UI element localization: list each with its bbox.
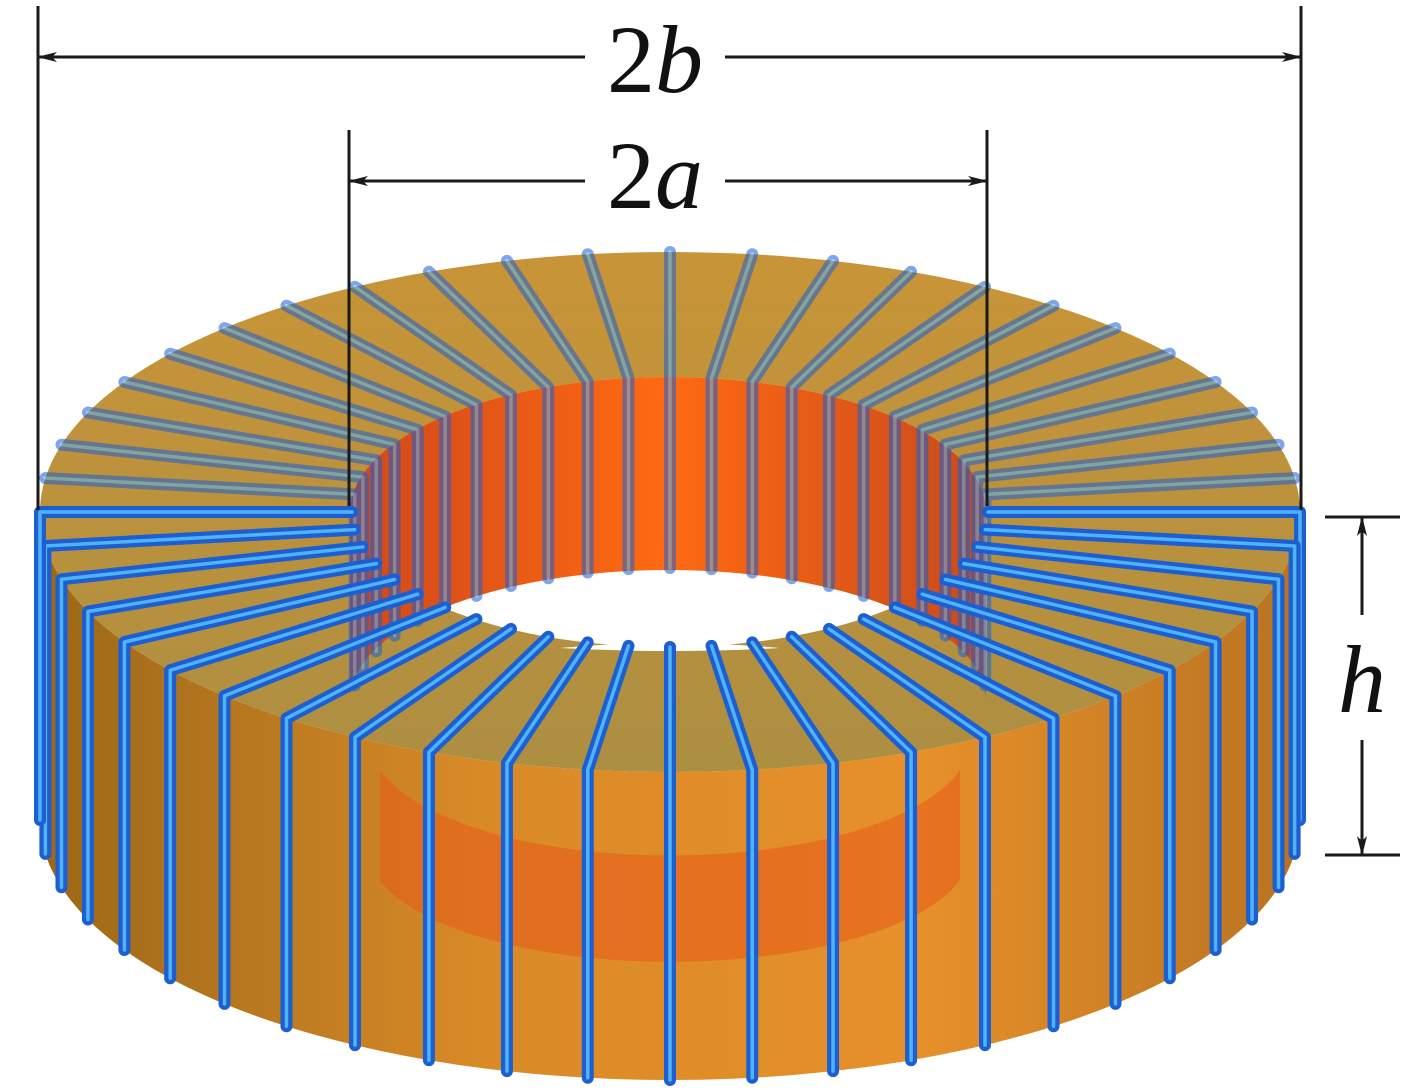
winding-loop	[118, 376, 401, 642]
winding-loop	[422, 630, 555, 1067]
inner-label-prefix: 2	[607, 122, 655, 229]
winding-loop	[581, 248, 635, 576]
winding-loop	[705, 639, 759, 1084]
winding-loop	[500, 636, 594, 1078]
winding-loop	[349, 280, 517, 593]
winding-loop	[55, 540, 369, 894]
winding-loop	[823, 622, 991, 1052]
dimension-annotations	[36, 6, 1400, 857]
winding-loop	[939, 573, 1222, 956]
winding-loop	[581, 639, 635, 1084]
inner-label-backdrop	[586, 132, 724, 232]
winding-loop	[218, 322, 452, 614]
winding-loop	[823, 280, 991, 593]
winding-loop	[164, 588, 424, 985]
winding-loop	[746, 636, 840, 1078]
winding-loop	[957, 557, 1259, 926]
winding-loop	[857, 299, 1060, 602]
winding-loop	[164, 347, 424, 627]
winding-loop	[422, 265, 555, 585]
winding-loop	[979, 523, 1301, 860]
windings-front	[34, 506, 1306, 1086]
winding-loop	[785, 630, 918, 1067]
winding-loop	[785, 265, 918, 585]
winding-loop	[34, 506, 358, 826]
winding-loop	[55, 438, 369, 675]
winding-loop	[979, 472, 1301, 692]
winding-loop	[916, 347, 1176, 627]
winding-loop	[971, 438, 1285, 675]
winding-loop	[500, 254, 594, 579]
winding-loop	[705, 248, 759, 576]
winding-loop	[39, 472, 361, 692]
outer-label-backdrop	[586, 8, 724, 108]
winding-loop	[916, 588, 1176, 985]
inner-diameter-label: 2a	[607, 122, 703, 229]
winding-loop	[218, 601, 452, 1010]
winding-loop	[888, 322, 1122, 614]
outer-diameter-label: 2b	[607, 6, 703, 113]
winding-loop	[118, 573, 401, 956]
outer-label-var: b	[655, 6, 703, 113]
winding-loop	[939, 376, 1222, 642]
winding-loop	[81, 557, 383, 926]
winding-loop	[971, 540, 1285, 894]
winding-loop	[746, 254, 840, 579]
winding-loop	[349, 622, 517, 1052]
winding-loop	[280, 613, 483, 1033]
inner-label-var: a	[655, 122, 703, 229]
winding-loop	[888, 601, 1122, 1010]
winding-loop	[857, 613, 1060, 1033]
outer-label-prefix: 2	[607, 6, 655, 113]
height-label: h	[1338, 626, 1386, 733]
